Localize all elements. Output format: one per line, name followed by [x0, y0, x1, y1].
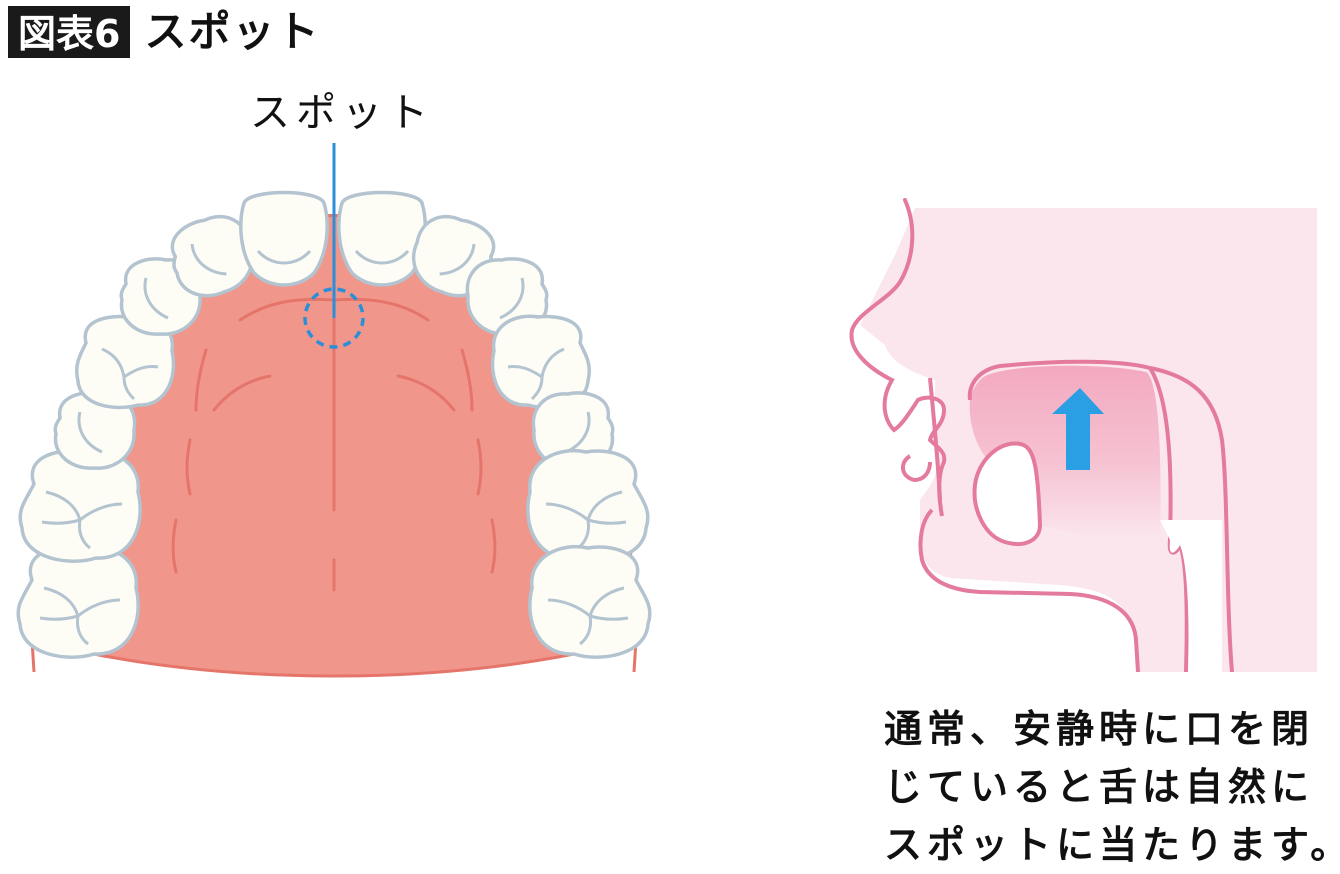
- caption-line-1: 通常、安静時に口を閉: [884, 707, 1315, 751]
- caption-line-3: スポットに当たります。: [884, 823, 1340, 867]
- palatal-rugae: [171, 297, 497, 592]
- spot-marker: [303, 287, 365, 349]
- figure-title: スポット: [144, 7, 321, 56]
- figure-header: 図表6 スポット: [8, 6, 320, 58]
- caption-line-2: じていると舌は自然に: [884, 765, 1315, 809]
- tongue: [969, 365, 1161, 540]
- profile-illustration: [849, 198, 1317, 673]
- upward-arrow: [1052, 388, 1104, 470]
- caption: 通常、安静時に口を閉 じていると舌は自然に スポットに当たります。: [884, 700, 1340, 874]
- figure-label: 図表6: [8, 6, 131, 58]
- palate-illustration: [16, 143, 652, 678]
- face-outline: [849, 198, 920, 433]
- spot-label: スポット: [250, 90, 434, 136]
